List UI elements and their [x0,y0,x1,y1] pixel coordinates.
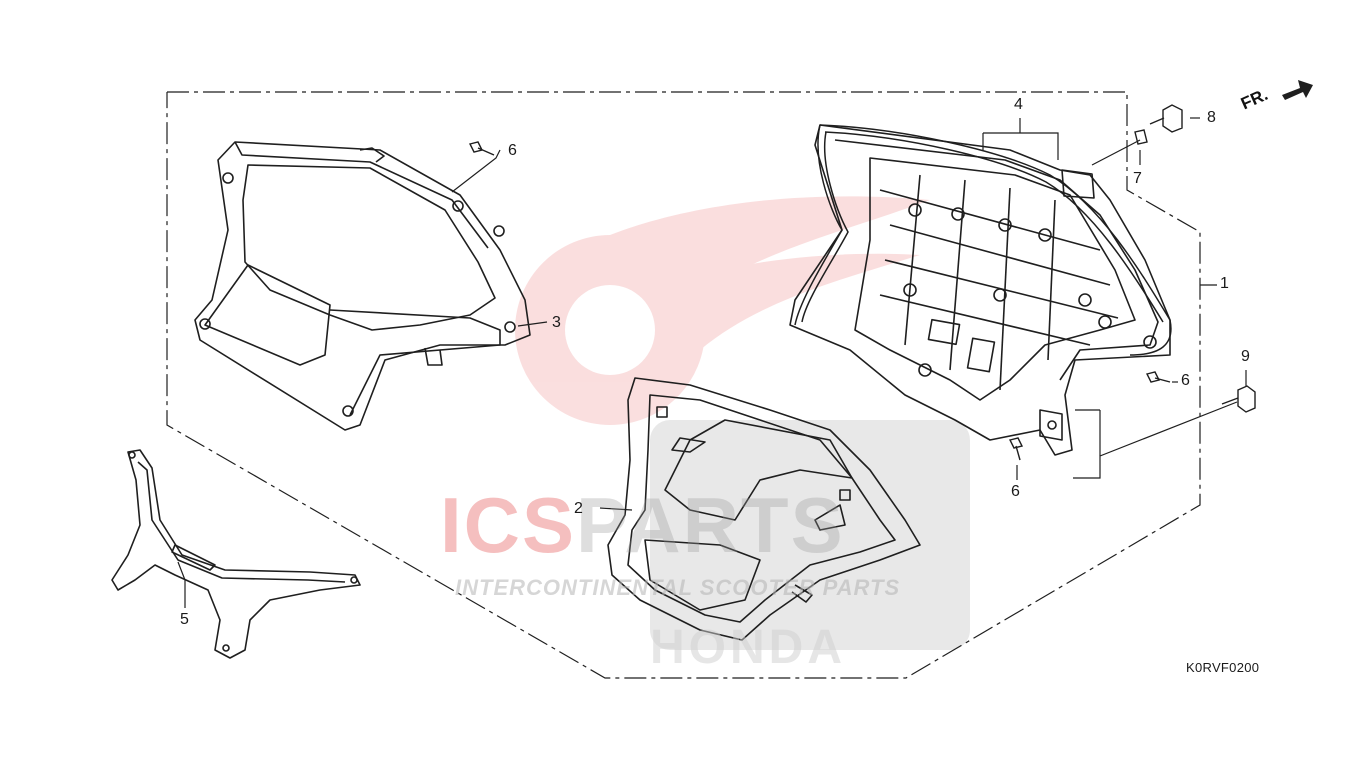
watermark-grey-text: PARTS [576,481,845,569]
watermark-logo [515,196,930,425]
front-arrow-icon [1282,80,1313,100]
callout-4: 4 [1014,96,1023,113]
callout-6-right: 6 [1181,372,1190,389]
meter-panel-part [607,377,921,641]
callout-3: 3 [552,314,561,331]
watermark-text: ICSPARTS [440,480,845,571]
seal-part [794,124,1172,356]
watermark-dots [650,420,970,650]
watermark-tagline: INTERCONTINENTAL SCOOTER PARTS [455,575,901,600]
watermark-red-text: ICS [440,481,577,569]
callout-8: 8 [1207,109,1216,126]
callout-6-lower: 6 [1011,483,1020,500]
callout-7: 7 [1133,170,1142,187]
callout-6-upper: 6 [508,142,517,159]
upper-cover-part [194,141,531,431]
callout-1: 1 [1220,275,1229,292]
fasteners [468,104,1256,461]
callout-9: 9 [1241,348,1250,365]
diagram-code: K0RVF0200 [1186,660,1260,675]
meter-case-part [789,124,1171,456]
watermark-brand: HONDA [650,621,846,674]
callout-5: 5 [180,611,189,628]
emblem-part [111,449,361,659]
callout-2: 2 [574,500,583,517]
leader-lines [177,117,1247,608]
assembly-boundary [166,91,1201,679]
